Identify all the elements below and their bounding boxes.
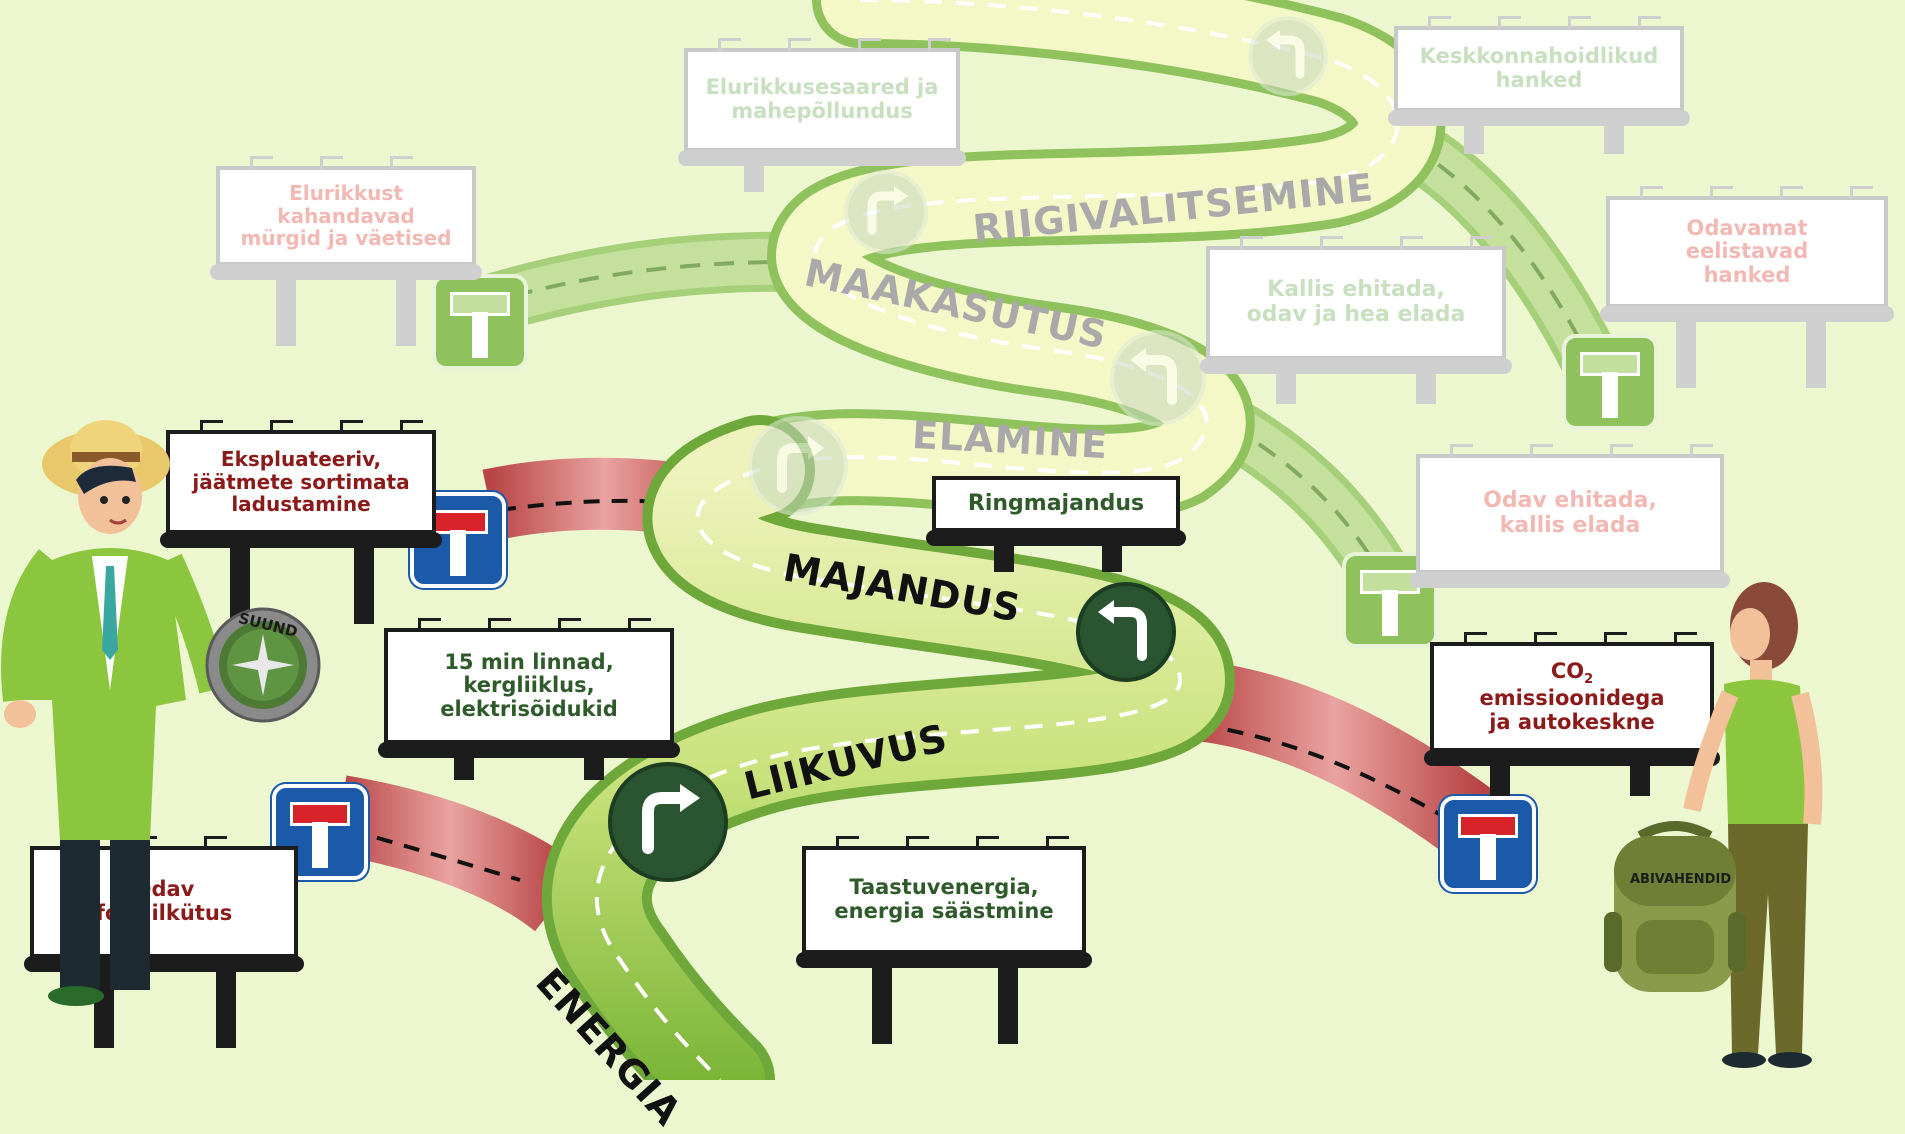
- billboard-kallis-ehitada: Kallis ehitada, odav ja hea elada: [1200, 236, 1512, 404]
- billboard-odav-ehitada: Odav ehitada, kallis elada: [1410, 444, 1730, 588]
- billboard-elurikkust-kahandavad: Elurikkust kahandavad mürgid ja väetised: [210, 156, 482, 346]
- billboard-co2-autokeskne: CO2 emissioonidega ja autokeskne: [1424, 632, 1720, 796]
- billboard-text: Elurikkust kahandavad mürgid ja väetised: [240, 181, 452, 251]
- billboard-text: Taastuvenergia, energia säästmine: [834, 875, 1054, 923]
- billboard-text: Odavamat eelistavad hanked: [1685, 215, 1809, 287]
- co2-subscript: 2: [1584, 671, 1594, 687]
- main-road-lower: [541, 415, 1236, 1080]
- billboard-text: Ringmajandus: [967, 490, 1145, 516]
- dead-end-sign-icon: [1562, 334, 1658, 430]
- billboard-elurikkusesaared: Elurikkusesaared ja mahepõllundus: [678, 38, 966, 192]
- billboard-text: 15 min linnad, kergliiklus, elektrisõidu…: [440, 649, 618, 721]
- turn-right-icon: [748, 416, 848, 516]
- compass-icon: [205, 607, 321, 723]
- billboard-15-min-linnad: 15 min linnad, kergliiklus, elektrisõidu…: [378, 618, 680, 780]
- man-character: [1, 420, 220, 1006]
- woman-character: [1683, 582, 1823, 1068]
- billboard-text: Odav ehitada, kallis elada: [1483, 488, 1657, 538]
- billboard-text: Elurikkusesaared ja mahepõllundus: [705, 75, 939, 123]
- billboard-text: CO2 emissioonidega ja autokeskne: [1479, 658, 1665, 735]
- turn-left-icon: [1076, 582, 1176, 682]
- billboard-taastuvenergia: Taastuvenergia, energia säästmine: [796, 836, 1092, 1044]
- billboard-odavamat-hanked: Odavamat eelistavad hanked: [1600, 186, 1894, 388]
- dead-end-sign-icon: [1440, 796, 1536, 892]
- backpack-icon: [1604, 821, 1746, 992]
- dead-end-sign-icon: [272, 784, 368, 880]
- backpack-label: ABIVAHENDID: [1630, 872, 1732, 887]
- turn-left-icon: [1110, 330, 1206, 426]
- billboard-text: Kallis ehitada, odav ja hea elada: [1246, 277, 1466, 327]
- billboard-ringmajandus: Ringmajandus: [926, 476, 1186, 572]
- co2-label: CO: [1550, 658, 1585, 683]
- co2-rest: emissioonidega ja autokeskne: [1479, 686, 1665, 734]
- turn-right-icon: [608, 762, 728, 882]
- billboard-text: Ekspluateeriv, jäätmete sortimata ladust…: [192, 447, 410, 517]
- road-map: [333, 0, 1620, 1080]
- turn-left-icon: [1248, 16, 1328, 96]
- turn-right-icon: [844, 170, 928, 254]
- billboard-ekspluateeriv: Ekspluateeriv, jäätmete sortimata ladust…: [160, 420, 442, 624]
- billboard-text: Keskkonnahoidlikud hanked: [1419, 44, 1659, 92]
- dead-end-sign-icon: [432, 274, 528, 370]
- billboard-keskkonnahoidlikud-hanked: Keskkonnahoidlikud hanked: [1388, 16, 1690, 154]
